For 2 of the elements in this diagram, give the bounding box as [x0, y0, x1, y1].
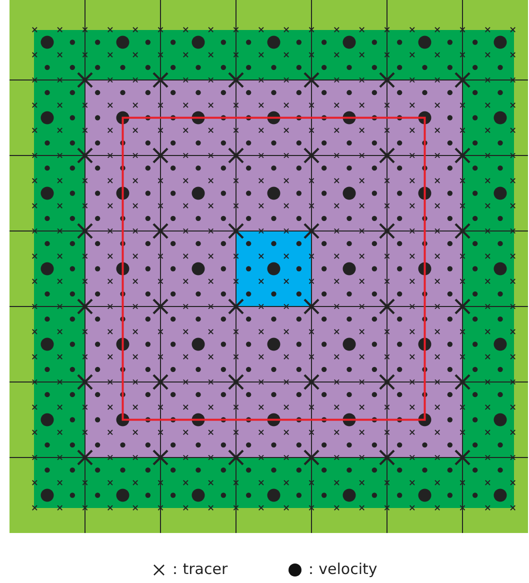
- legend-text: ：velocity: [304, 560, 378, 579]
- legend-text: ：tracer: [168, 560, 228, 579]
